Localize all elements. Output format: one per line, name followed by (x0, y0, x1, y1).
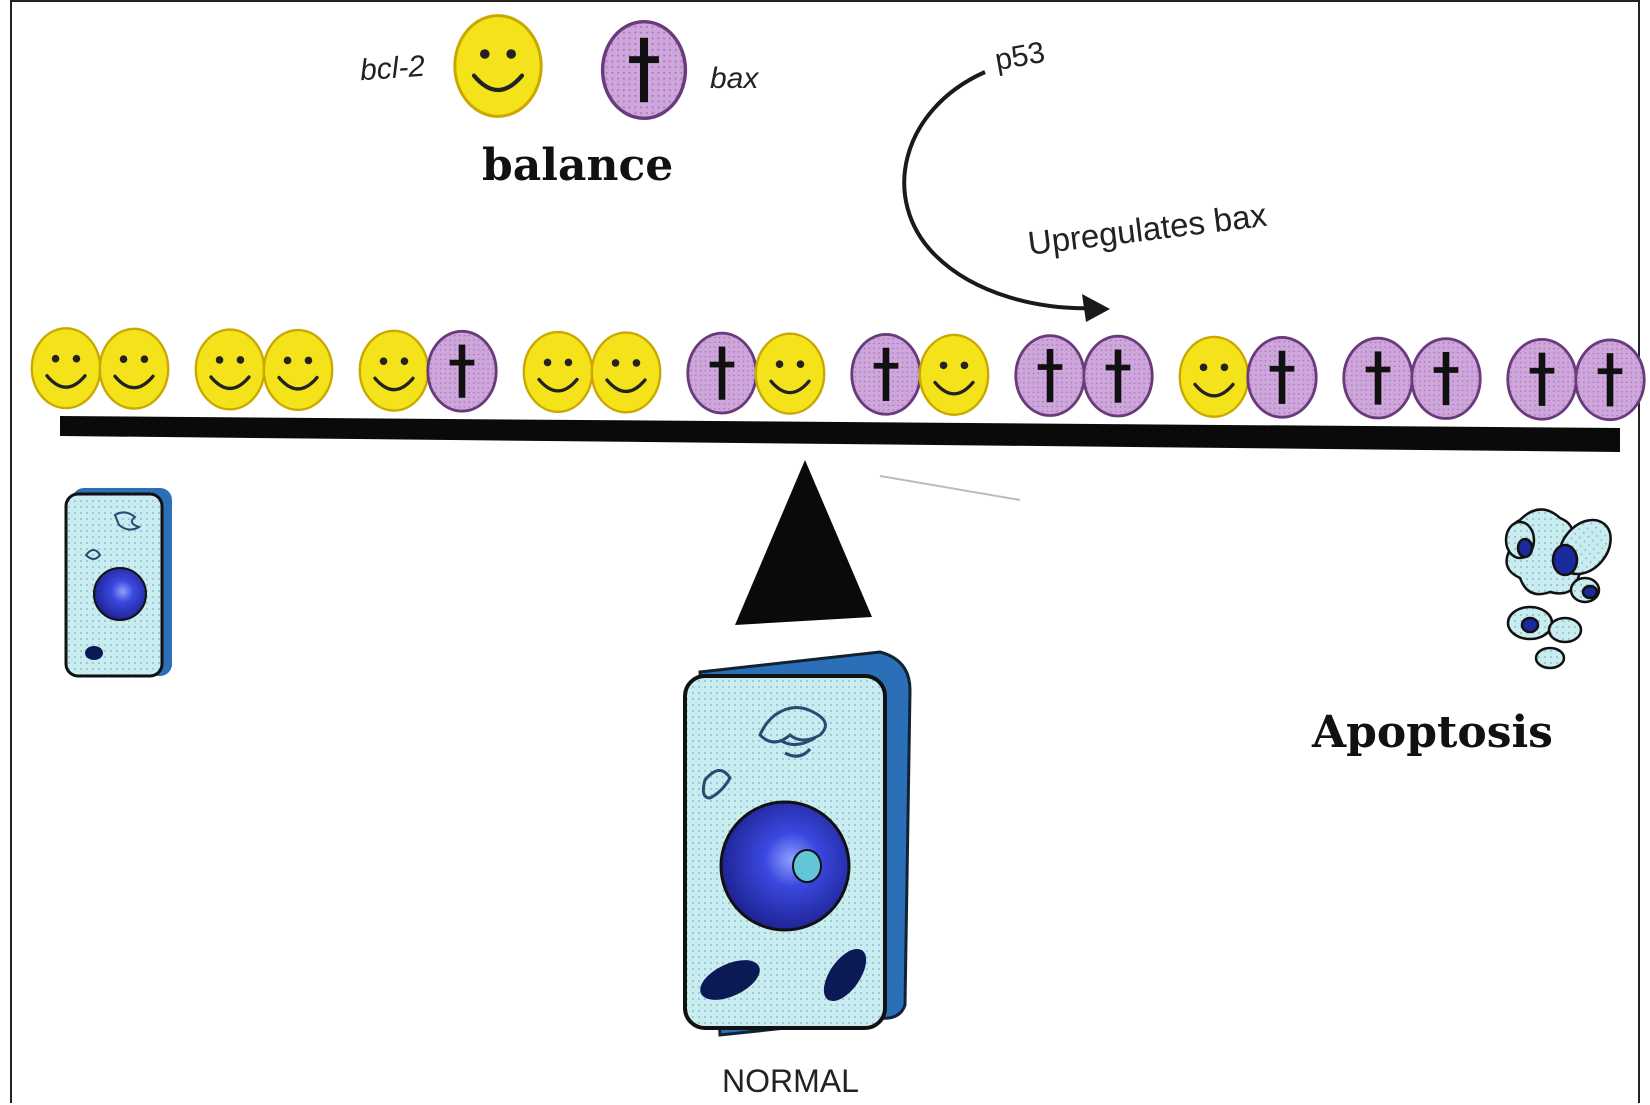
bax-cross-icon (1084, 336, 1152, 416)
normal-label: NORMAL (722, 1063, 859, 1100)
legend-bax-cross-icon (603, 22, 686, 119)
bax-cross-icon (1344, 338, 1412, 418)
p53-curved-arrow (904, 72, 1095, 308)
bax-cross-icon (428, 331, 496, 411)
bcl2-smiley-icon (920, 335, 988, 415)
bcl2-smiley-icon (1180, 337, 1248, 417)
fulcrum-triangle (735, 460, 872, 625)
legend-bax-label: bax (710, 62, 758, 96)
beam-items (32, 328, 1644, 419)
bax-cross-icon (688, 333, 756, 413)
bcl2-smiley-icon (264, 330, 332, 410)
apoptosis-label: Apoptosis (1312, 707, 1553, 758)
bax-cross-icon (1016, 336, 1084, 416)
bax-cross-icon (1248, 337, 1316, 417)
normal-cell (685, 652, 910, 1035)
legend-bcl2-label: bcl-2 (359, 50, 426, 88)
legend-bcl2-smiley-icon (455, 16, 541, 117)
arrow-head-icon (1082, 294, 1110, 322)
small-cell-left (66, 488, 172, 676)
bcl2-smiley-icon (100, 329, 168, 409)
bax-cross-icon (852, 334, 920, 414)
bcl2-smiley-icon (32, 328, 100, 408)
apoptotic-cell-fragments (1506, 509, 1621, 668)
bcl2-smiley-icon (592, 333, 660, 413)
balance-label: balance (482, 140, 673, 191)
bax-cross-icon (1576, 340, 1644, 420)
balance-beam (60, 416, 1620, 452)
bcl2-smiley-icon (360, 331, 428, 411)
bcl2-smiley-icon (756, 334, 824, 414)
bcl2-smiley-icon (524, 332, 592, 412)
bcl2-smiley-icon (196, 330, 264, 410)
faint-line (880, 476, 1020, 500)
bax-cross-icon (1508, 339, 1576, 419)
bax-cross-icon (1412, 339, 1480, 419)
